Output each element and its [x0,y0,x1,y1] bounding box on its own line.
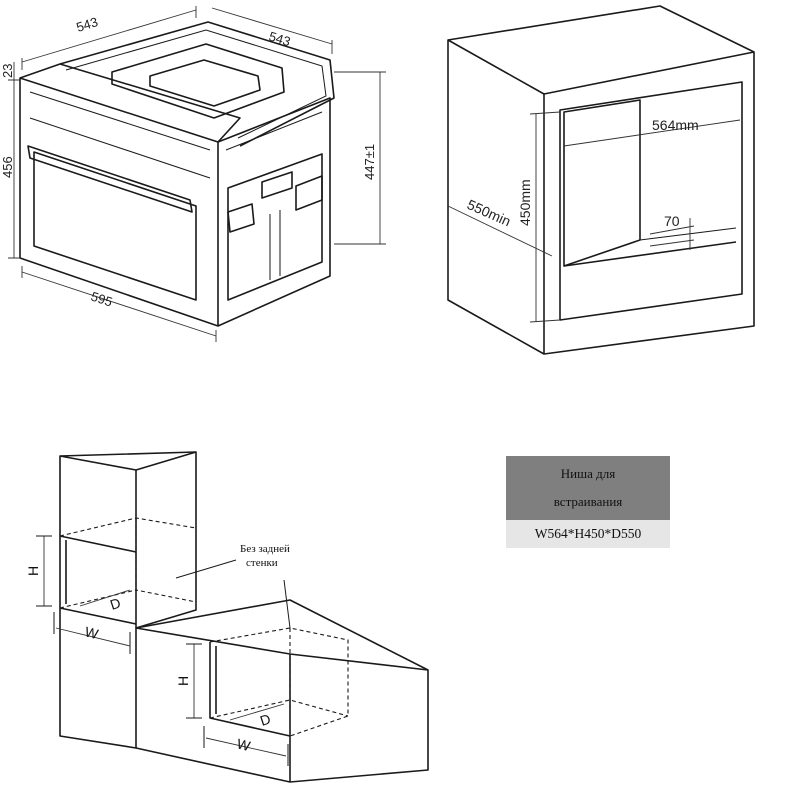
lower-h-label: H [175,676,191,686]
lower-w-dim [205,737,287,757]
dim-depth-right-label: 543 [267,29,292,50]
tall-cabinet [59,451,197,749]
niche-drawing: 564mm 450mm 550min 70 [447,5,755,355]
upper-w-label: W [83,623,100,642]
oven-door-glass [33,151,197,301]
oven-front-frame [19,77,219,327]
dim-niche-depth-label: 550min [465,196,513,229]
dim-width-label: 595 [89,289,114,310]
niche-table-value: W564*H450*D550 [506,520,670,548]
oven-body-top [59,21,335,147]
dim-top-offset-label: 23 [0,64,15,78]
lower-w-label: W [235,735,252,754]
niche-table-header: Ниша для встраивания [506,456,670,520]
niche-table-header-line2: встраивания [553,494,623,509]
oven-side-vent [261,171,293,199]
niche-opening [559,81,743,321]
niche-table-header-line1: Ниша для [560,466,616,481]
upper-d-label: D [108,595,123,613]
upper-h-label: H [25,566,41,576]
dim-niche-gap-label: 70 [664,213,680,229]
no-back-wall-label-line1: Без задней [240,543,290,555]
lower-d-dim [229,703,285,721]
niche-cabinet [447,5,755,355]
oven-top-panel [111,43,285,119]
upper-w-dim [55,627,131,647]
oven-side-panel [217,97,331,327]
niche-size-table: Ниша для встраивания W564*H450*D550 [506,456,670,548]
dim-niche-width-label: 564mm [652,117,699,133]
upper-d-dim [79,589,131,607]
dim-niche-height-label: 450mm [517,179,533,226]
base-cabinet [135,599,429,783]
dim-height-label: 456 [0,156,15,178]
dim-depth-left-label: 543 [74,14,99,35]
lower-d-label: D [258,711,273,729]
dim-cutout-height-label: 447±1 [362,144,377,180]
oven-side-bracket [227,203,255,233]
oven-drawing: 543 543 23 456 447±1 595 [0,6,386,342]
oven-door-handle [27,145,193,213]
installation-drawing: Без задней стенки H D W H D W [25,451,429,783]
no-back-wall-label-line2: стенки [246,557,278,569]
